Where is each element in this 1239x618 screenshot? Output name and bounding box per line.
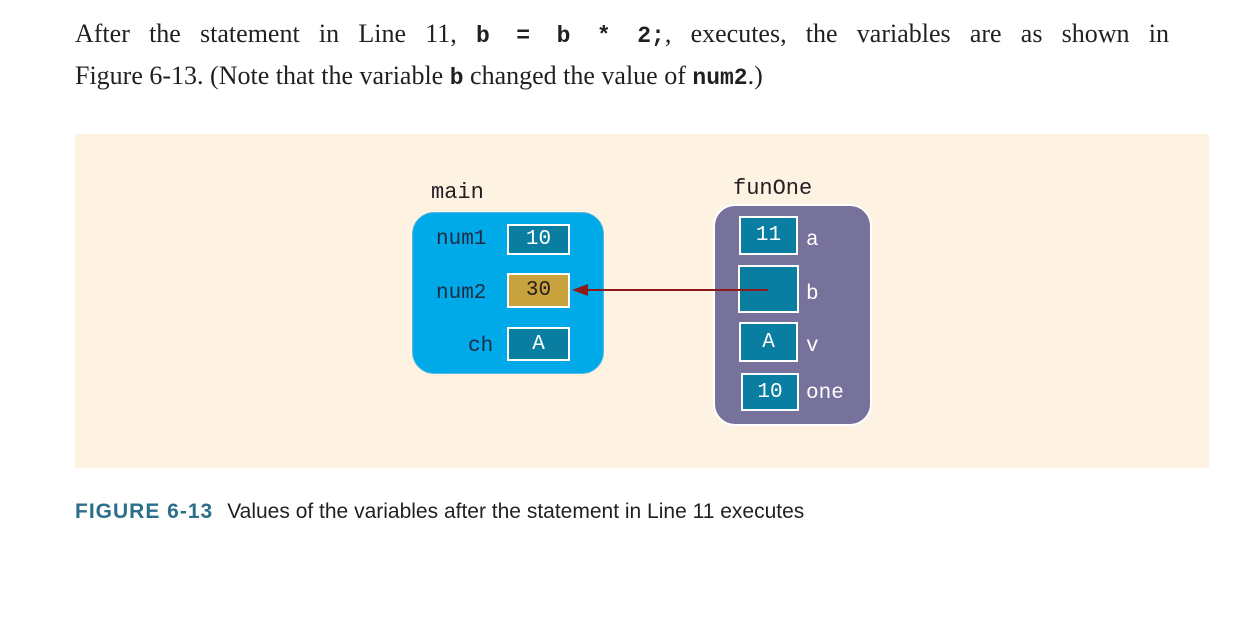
- funone-var-label: a: [806, 229, 819, 252]
- paragraph-line-2: Figure 6-13. (Note that the variable b c…: [75, 56, 1169, 98]
- funone-var-label: b: [806, 283, 819, 306]
- code-variable-b: b: [449, 65, 464, 91]
- intro-paragraph: After the statement in Line 11, b = b * …: [75, 14, 1169, 98]
- figure-caption: FIGURE 6-13 Values of the variables after…: [75, 500, 804, 524]
- main-var-label: ch: [468, 335, 494, 358]
- main-var-cell: A: [507, 327, 570, 361]
- paragraph-text: , executes, the variables are as shown i…: [664, 19, 1169, 48]
- main-var-cell: 10: [507, 224, 570, 255]
- funone-var-label: one: [806, 382, 844, 405]
- funone-var-cell: 11: [739, 216, 798, 255]
- figure-caption-text: Values of the variables after the statem…: [227, 500, 805, 523]
- main-var-cell-changed: 30: [507, 273, 570, 308]
- paragraph-text: .): [747, 61, 763, 90]
- main-frame-title: main: [431, 180, 484, 205]
- funone-frame-title: funOne: [733, 176, 813, 201]
- paragraph-text: After the statement in Line 11,: [75, 19, 476, 48]
- paragraph-text: changed the value of: [463, 61, 693, 90]
- funone-var-label: v: [806, 335, 819, 358]
- code-statement: b = b * 2;: [475, 23, 665, 49]
- paragraph-text: Figure 6-13. (Note that the variable: [75, 61, 450, 90]
- figure-panel: [75, 134, 1209, 468]
- main-var-label: num1: [436, 228, 487, 251]
- main-var-label: num2: [436, 282, 487, 305]
- arrow-head-icon: [572, 284, 588, 296]
- figure-number: FIGURE 6-13: [75, 500, 214, 523]
- funone-var-cell: 10: [741, 373, 799, 411]
- paragraph-line-1: After the statement in Line 11, b = b * …: [75, 14, 1169, 56]
- code-variable-num2: num2: [692, 65, 748, 91]
- funone-var-cell: A: [739, 322, 798, 362]
